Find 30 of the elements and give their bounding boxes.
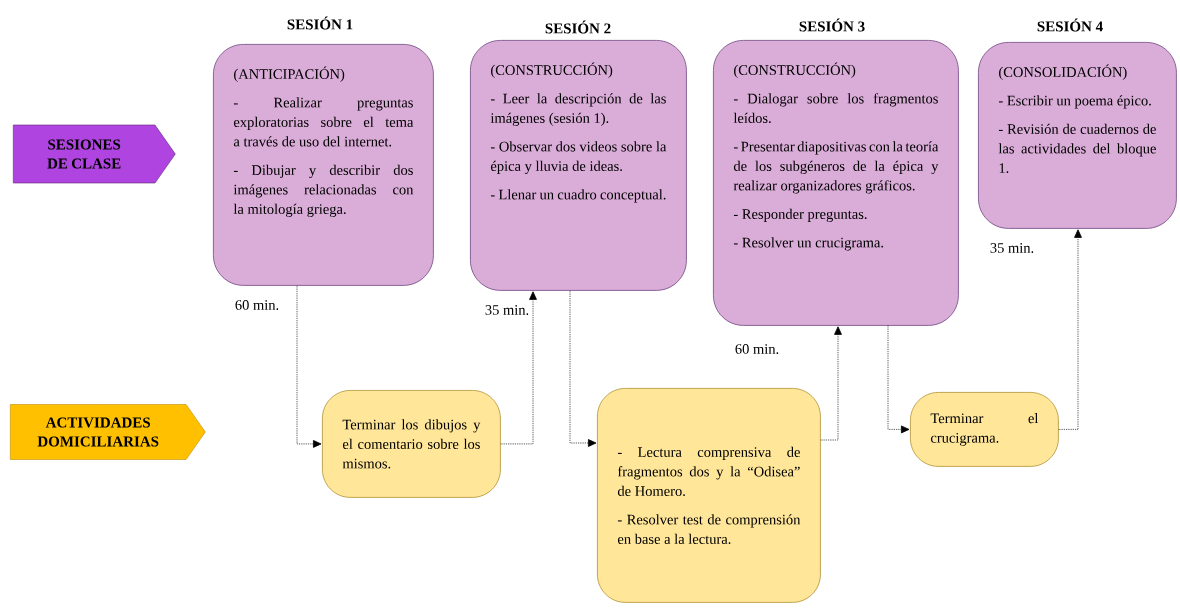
arrow	[500, 291, 537, 445]
duration-label: 35 min.	[485, 305, 529, 315]
duration-label: 60 min.	[235, 300, 279, 310]
activity-box: Terminar los dibujos y el comentario sobre los mismos.	[322, 390, 501, 498]
session-box: (CONSTRUCCIÓN) - Dialogar sobre los fragmentos leídos. - Presentar diapositivas con la teoría de los subgéneros de la épica y realizar organizadores gráficos. - Responder preguntas. - Resolver un crucigrama.	[713, 40, 959, 326]
node-label: - Resolver un crucigrama.	[733, 237, 884, 251]
node-label: (CONSTRUCCIÓN)	[491, 62, 613, 78]
node-label: - Leer la descripción de las imágenes (sesión 1).	[490, 93, 666, 126]
session-heading: SESIÓN 2	[545, 20, 611, 34]
arrow	[820, 326, 842, 441]
session-heading: SESIÓN 3	[799, 18, 865, 32]
duration-label: 35 min.	[990, 243, 1034, 253]
session-box: (ANTICIPACIÓN) - Realizar preguntas exploratorias sobre el tema a través de uso del internet. - Dibujar y describir dos imágenes relacionadas con la mitología griega.	[213, 44, 434, 286]
session-heading: SESIÓN 4	[1037, 18, 1103, 32]
session-heading: SESIÓN 1	[287, 16, 353, 30]
arrow	[1058, 229, 1082, 430]
session-box: (CONSTRUCCIÓN) - Leer la descripción de las imágenes (sesión 1). - Observar dos videos sobre la épica y lluvia de ideas. - Llenar un cuadro conceptual.	[470, 40, 687, 291]
node-label: - Observar dos videos sobre la épica y lluvia de ideas.	[490, 141, 667, 174]
activity-box: - Lectura comprensiva de fragmentos dos y la “Odisea” de Homero. - Resolver test de comprensión en base a la lectura.	[597, 388, 821, 603]
node-label: (CONSTRUCCIÓN)	[734, 62, 856, 78]
activity-box: Terminar el crucigrama.	[910, 392, 1059, 467]
duration-label: 60 min.	[735, 344, 779, 354]
session-box: (CONSOLIDACIÓN) - Escribir un poema épico. - Revisión de cuadernos de las actividades del bloque 1.	[978, 42, 1177, 229]
arrow	[887, 325, 910, 434]
node-label: - Presentar diapositivas con la teoría de los subgéneros de la épica y realizar organizadores gráficos.	[733, 141, 939, 194]
node-label: - Llenar un cuadro conceptual.	[490, 189, 666, 203]
arrow	[296, 285, 322, 448]
arrow	[569, 290, 597, 447]
node-label: - Dialogar sobre los fragmentos leídos.	[733, 93, 938, 124]
node-label: - Responder preguntas.	[733, 208, 867, 222]
